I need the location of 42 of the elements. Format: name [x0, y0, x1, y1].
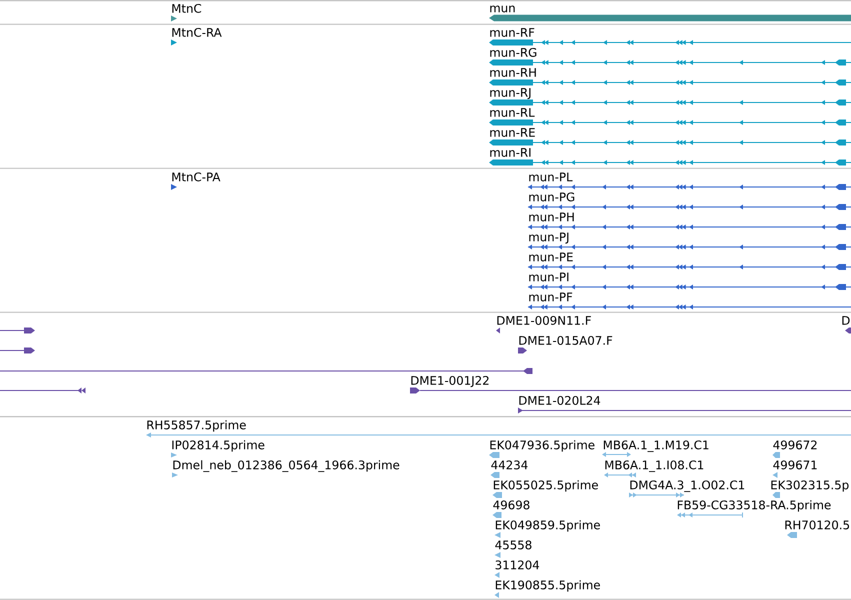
feature-label: MB6A.1_1.I08.C1 — [605, 460, 704, 472]
feature-label: mun-RJ — [490, 88, 530, 100]
feature-label: RH55857.5prime — [147, 420, 246, 432]
feature-label: mun-PE — [529, 252, 573, 262]
feature-label: mun-PJ — [529, 232, 568, 244]
feature-label: mun-RL — [490, 108, 535, 117]
feature-label: mun-PL — [529, 172, 573, 182]
feature-label: RH70120.5 — [785, 520, 850, 530]
feature-label: mun-RH — [490, 68, 536, 77]
feature-label: 499672 — [773, 440, 817, 450]
feature-label: IP02814.5prime — [172, 440, 264, 452]
feature-label: EK190855.5prime — [496, 580, 600, 592]
feature-label: mun — [490, 6, 515, 12]
feature-label: mun-PG — [529, 192, 574, 202]
feature-label: 499671 — [773, 460, 817, 470]
feature-label: EK049859.5prime — [496, 520, 600, 532]
feature-label: mun-RF — [490, 28, 534, 37]
feature-label: 45558 — [495, 540, 532, 550]
feature-label: DMG4A.3_1.O02.C1 — [630, 480, 744, 492]
feature-label: Dmel_neb_012386_0564_1966.3prime — [173, 460, 400, 472]
feature-label: MtnC-RA — [172, 28, 222, 37]
feature-label: mun-RG — [490, 48, 536, 57]
feature-label: EK302315.5p — [771, 480, 849, 492]
feature-label: mun-RE — [490, 128, 535, 137]
feature-label: EK055025.5prime — [494, 480, 598, 492]
feature-label: mun-RI — [490, 148, 530, 157]
feature-label: D — [842, 316, 850, 325]
feature-label: 49698 — [493, 500, 530, 510]
feature-label: DME1-015A07.F — [519, 336, 612, 345]
feature-label: EK047936.5prime — [490, 440, 594, 452]
feature-label: DME1-020L24 — [519, 396, 600, 405]
feature-label: DME1-001J22 — [411, 376, 489, 388]
feature-label: mun-PI — [529, 272, 568, 282]
feature-label: MtnC — [172, 4, 202, 13]
feature-label: MB6A.1_1.M19.C1 — [604, 440, 708, 452]
feature-label: mun-PF — [529, 292, 572, 302]
feature-label: MtnC-PA — [172, 172, 220, 182]
feature-label: mun-PH — [529, 212, 574, 222]
feature-label: FB59-CG33518-RA.5prime — [678, 500, 831, 512]
feature-label: 44234 — [491, 460, 528, 470]
feature-label: DME1-009N11.F — [497, 316, 591, 325]
feature-label: 311204 — [496, 560, 540, 570]
